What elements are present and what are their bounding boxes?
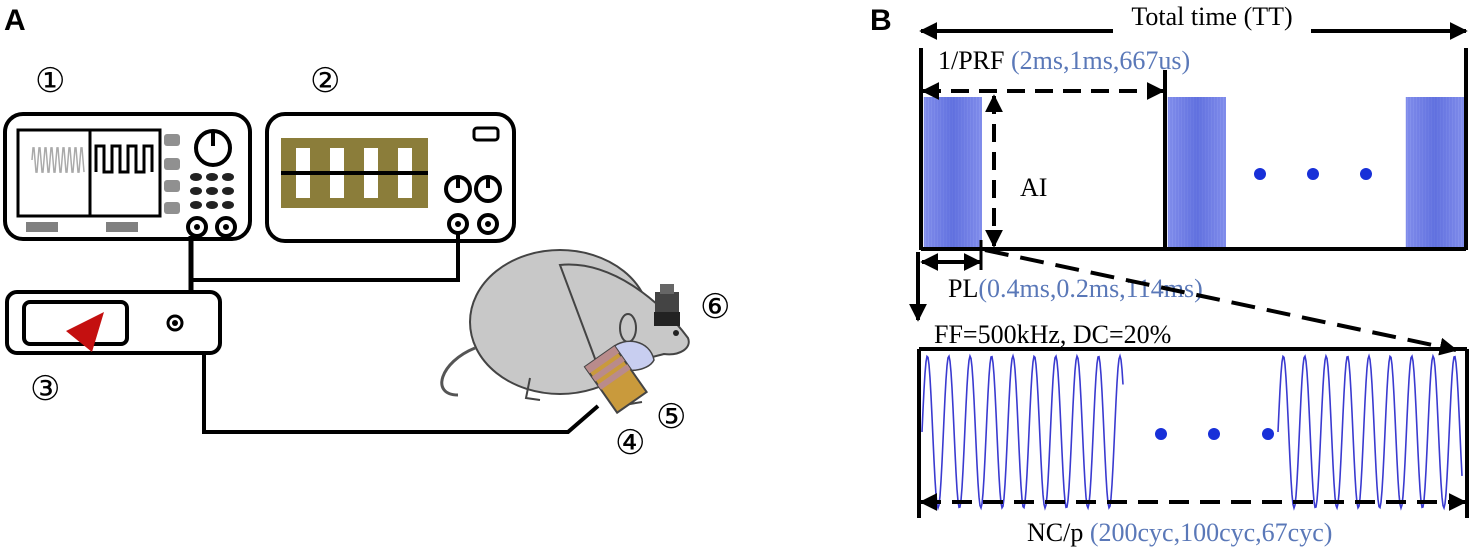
prf-label-group: 1/PRF (2ms,1ms,667us)	[938, 46, 1190, 75]
panel-a-letter: A	[4, 4, 26, 37]
panel-b-letter: B	[870, 4, 892, 37]
ellipsis-dot	[1360, 168, 1372, 180]
sine-wave-left	[921, 353, 1124, 511]
ellipsis-dot	[1155, 428, 1167, 440]
transducer-cable	[202, 353, 600, 434]
ellipsis-dot	[1254, 168, 1266, 180]
pl-label: PL	[948, 274, 978, 303]
ellipsis-dot	[1262, 428, 1274, 440]
ai-label: AI	[1020, 173, 1047, 202]
ellipsis-dot	[1307, 168, 1319, 180]
callout-1: ①	[35, 61, 65, 101]
mouse-ear	[619, 313, 637, 343]
electrode-connector-icon	[655, 292, 679, 314]
callout-6: ⑥	[700, 287, 730, 327]
prf-values: (2ms,1ms,667us)	[1011, 46, 1190, 75]
amplifier-arrow-icon	[66, 312, 104, 352]
function-generator	[3, 112, 252, 241]
burst-block	[924, 97, 982, 247]
callout-5: ⑤	[656, 397, 686, 437]
ellipsis-dots-top	[1254, 168, 1372, 180]
callout-2: ②	[310, 61, 340, 101]
pulse-generator	[265, 112, 516, 243]
total-time-label: Total time (TT)	[1131, 2, 1292, 31]
ultrasound-transducer-icon	[583, 344, 649, 415]
burst-block	[1168, 97, 1226, 247]
power-amplifier	[5, 290, 222, 355]
burst-block	[1406, 97, 1464, 247]
nc-values: (200cyc,100cyc,67cyc)	[1090, 518, 1333, 547]
callout-3: ③	[30, 369, 60, 409]
sine-wave-right	[1277, 353, 1463, 511]
mouse-tail	[440, 346, 476, 397]
generator-knob-icon	[194, 129, 232, 167]
nc-label-group: NC/p (200cyc,100cyc,67cyc)	[1027, 518, 1332, 547]
square-waveform-icon	[94, 144, 154, 174]
mouse-illustration	[440, 249, 690, 415]
sine-waveform-icon	[31, 147, 85, 173]
ellipsis-dot	[1208, 428, 1220, 440]
mouse-eye	[673, 330, 679, 336]
nc-label: NC/p	[1027, 518, 1090, 547]
ellipsis-dots-bottom	[1155, 428, 1274, 440]
zoom-arrow-right	[984, 248, 1458, 356]
sync-cable	[191, 233, 460, 282]
burst-blocks	[923, 97, 1464, 247]
ff-dc-label: FF=500kHz, DC=20%	[934, 320, 1171, 349]
prf-label: 1/PRF	[938, 46, 1011, 75]
callout-4: ④	[615, 423, 645, 463]
